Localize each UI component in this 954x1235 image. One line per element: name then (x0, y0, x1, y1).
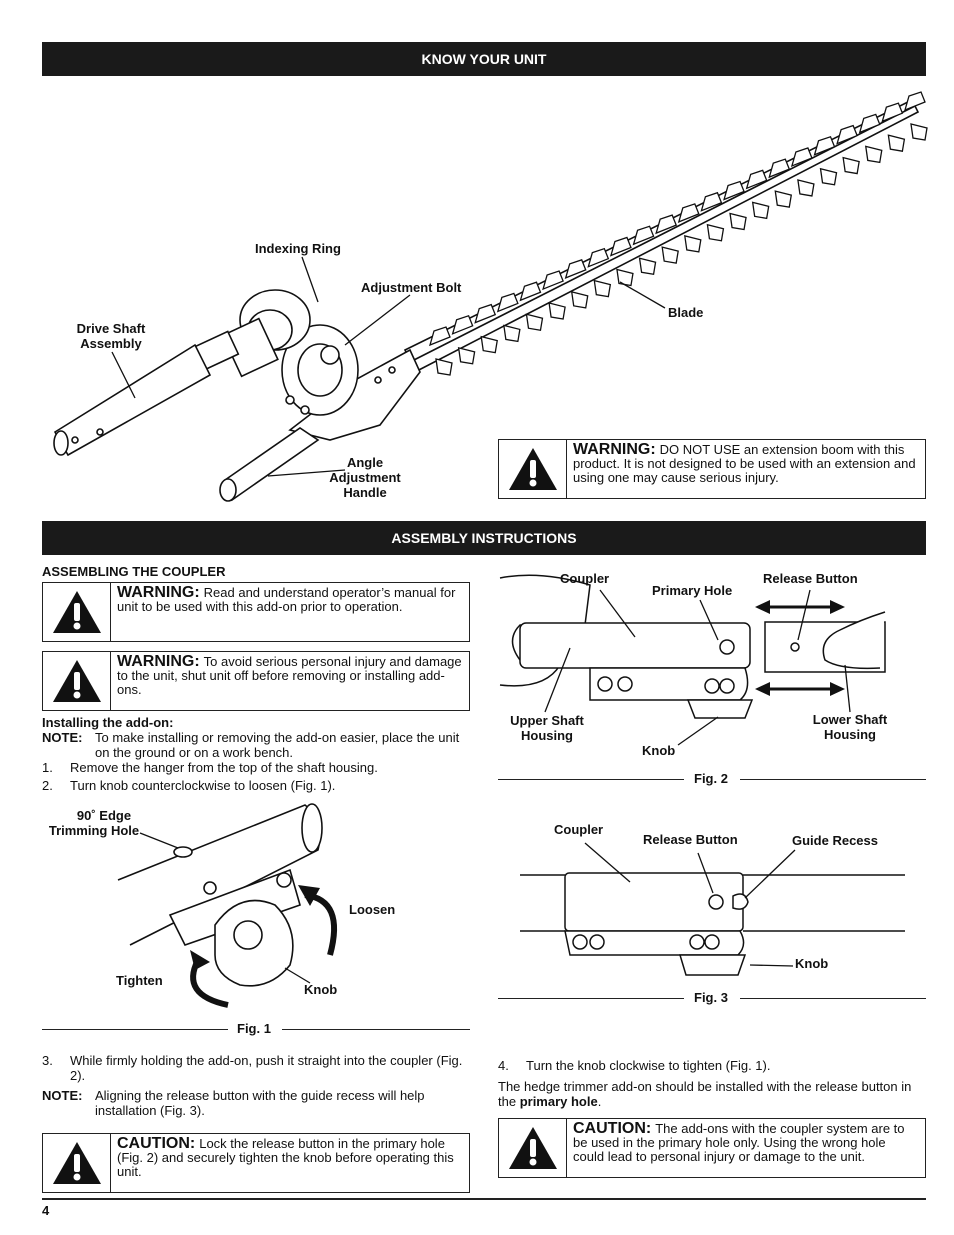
warning-read-manual: WARNING:Read and understand operator’s m… (42, 582, 470, 642)
page-number: 4 (42, 1203, 50, 1218)
warning-shut-unit-off: WARNING:To avoid serious personal injury… (42, 651, 470, 711)
step-2: 2. Turn knob counterclockwise to loosen … (42, 778, 470, 793)
step-1: 1. Remove the hanger from the top of the… (42, 760, 470, 775)
fig2-rule-right (740, 779, 926, 780)
note-text-bold: primary hole (519, 1094, 598, 1109)
step-text: Turn the knob clockwise to tighten (Fig.… (526, 1058, 771, 1073)
step-4: 4. Turn the knob clockwise to tighten (F… (498, 1058, 926, 1073)
label-adjustment-bolt: Adjustment Bolt (361, 280, 462, 295)
installing-instructions: Installing the add-on: NOTE: To make ins… (42, 715, 470, 793)
label-knob-fig2: Knob (642, 743, 676, 758)
subheading-assembling-coupler: ASSEMBLING THE COUPLER (42, 564, 226, 579)
step-4-and-note: 4. Turn the knob clockwise to tighten (F… (498, 1058, 926, 1109)
note-label: NOTE: (42, 1088, 83, 1103)
warning-text: DO NOT USE an extension boom with this p… (573, 442, 916, 485)
step-number: 2. (42, 778, 53, 793)
note-1: NOTE: To make installing or removing the… (42, 730, 470, 760)
warning-triangle-icon (43, 583, 111, 641)
step-number: 1. (42, 760, 53, 775)
fig3-rule-left (498, 998, 684, 999)
footer-rule (42, 1198, 926, 1200)
label-knob-fig3: Knob (795, 956, 829, 971)
warning-heading: WARNING: (117, 584, 200, 601)
label-primary-hole: Primary Hole (652, 583, 733, 598)
fig1-rule-right (282, 1029, 470, 1030)
step-text: While firmly holding the add-on, push it… (70, 1053, 463, 1083)
installing-heading: Installing the add-on: (42, 715, 174, 730)
label-release-button-fig3: Release Button (643, 832, 738, 847)
label-lower-line1: Lower Shaft (812, 712, 888, 727)
label-indexing-ring: Indexing Ring (255, 241, 341, 256)
note-text-post: . (597, 1094, 602, 1109)
step-3-and-note: 3. While firmly holding the add-on, push… (42, 1053, 470, 1118)
caution-text: The add-ons with the coupler system are … (573, 1121, 905, 1164)
step-number: 4. (498, 1058, 509, 1073)
warning-triangle-icon (499, 1119, 567, 1177)
label-loosen: Loosen (349, 902, 396, 917)
caution-heading: CAUTION: (573, 1120, 652, 1137)
step-3: 3. While firmly holding the add-on, push… (42, 1053, 470, 1083)
hedge-trimmer-illustration (53, 91, 928, 502)
warning-heading: WARNING: (573, 441, 656, 458)
fig2-caption: Fig. 2 (694, 771, 728, 786)
fig1-rule-left (42, 1029, 228, 1030)
label-lower-line2: Housing (824, 727, 876, 742)
label-upper-shaft-housing: Upper Shaft Housing (504, 713, 590, 743)
warning-extension-boom: WARNING:DO NOT USE an extension boom wit… (498, 439, 926, 499)
warning-triangle-icon (499, 440, 567, 498)
label-angle-line2: Adjustment (329, 470, 401, 485)
step-text: Remove the hanger from the top of the sh… (70, 760, 378, 775)
note-label: NOTE: (42, 730, 83, 745)
label-angle-line3: Handle (343, 485, 387, 500)
note-text: To make installing or removing the add-o… (95, 730, 460, 760)
label-release-button-fig2: Release Button (763, 571, 858, 586)
label-tighten: Tighten (116, 973, 163, 988)
label-knob-fig1: Knob (304, 982, 338, 997)
label-coupler-fig3: Coupler (554, 822, 604, 837)
fig2-rule-left (498, 779, 684, 780)
label-edge-line2: Trimming Hole (48, 823, 140, 838)
warning-triangle-icon (43, 652, 111, 710)
fig3-caption: Fig. 3 (694, 990, 728, 1005)
caution-release-button: CAUTION:Lock the release button in the p… (42, 1133, 470, 1193)
section-header-know-your-unit: KNOW YOUR UNIT (42, 42, 926, 76)
label-lower-shaft-housing: Lower Shaft Housing (806, 712, 894, 742)
label-drive-shaft-line1: Drive Shaft (76, 321, 146, 336)
warning-heading: WARNING: (117, 653, 200, 670)
note-text-pre: The hedge trimmer add-on should be insta… (498, 1079, 912, 1109)
label-guide-recess: Guide Recess (792, 833, 878, 848)
label-drive-shaft: Drive Shaft Assembly (72, 321, 150, 351)
caution-primary-hole-only: CAUTION:The add-ons with the coupler sys… (498, 1118, 926, 1178)
label-angle-line1: Angle (346, 455, 384, 470)
step-number: 3. (42, 1053, 53, 1068)
warning-triangle-icon (43, 1134, 111, 1192)
label-blade: Blade (668, 305, 704, 320)
note-text: Aligning the release button with the gui… (95, 1088, 425, 1118)
fig1-caption: Fig. 1 (237, 1021, 271, 1036)
label-coupler-fig2: Coupler (560, 571, 610, 586)
label-drive-shaft-line2: Assembly (80, 336, 142, 351)
step-text: Turn knob counterclockwise to loosen (Fi… (70, 778, 336, 793)
label-angle-adjustment-handle: Angle Adjustment Handle (322, 455, 408, 500)
fig3-rule-right (740, 998, 926, 999)
caution-heading: CAUTION: (117, 1135, 196, 1152)
label-edge-line1: 90˚ Edge (76, 808, 132, 823)
note-2: NOTE: Aligning the release button with t… (42, 1088, 470, 1118)
label-90-edge-trimming-hole: 90˚ Edge Trimming Hole (44, 808, 144, 838)
caution-text: Lock the release button in the primary h… (117, 1136, 454, 1179)
label-upper-line1: Upper Shaft (510, 713, 584, 728)
primary-hole-note: The hedge trimmer add-on should be insta… (498, 1079, 926, 1109)
warning-text: Read and understand operator’s manual fo… (117, 585, 456, 614)
section-header-assembly-instructions: ASSEMBLY INSTRUCTIONS (42, 521, 926, 555)
label-upper-line2: Housing (521, 728, 573, 743)
warning-text: To avoid serious personal injury and dam… (117, 654, 462, 697)
